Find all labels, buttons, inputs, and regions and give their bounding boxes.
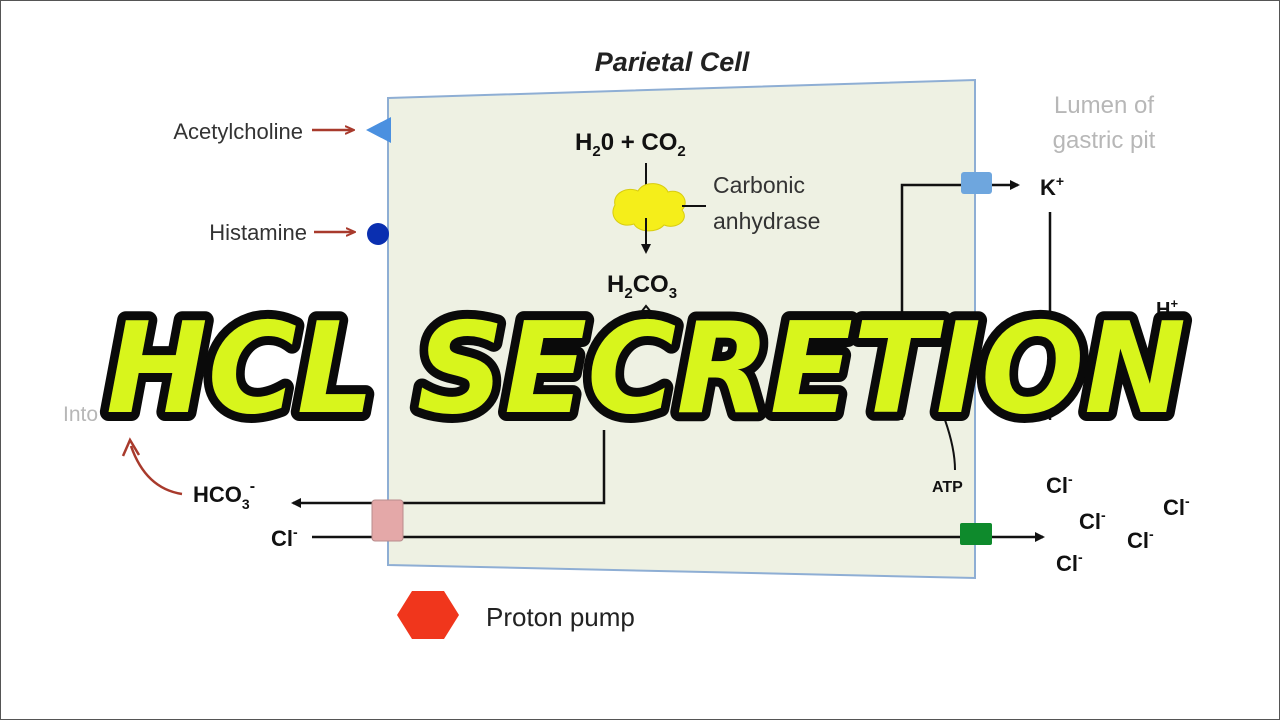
lumen-label-line2: gastric pit: [1053, 127, 1156, 154]
acetylcholine-receptor-icon: [366, 117, 391, 143]
chloride-label-out-1: Cl-: [1046, 471, 1073, 498]
chloride-channel-icon: [960, 523, 992, 545]
diagram-title: Parietal Cell: [595, 47, 750, 77]
chloride-label-out-2: Cl-: [1079, 507, 1106, 534]
atp-curve: [944, 419, 956, 471]
proton-pump-legend-icon: [397, 591, 459, 639]
bicarbonate-label: HCO3-: [193, 478, 255, 512]
chloride-label-out-4: Cl-: [1127, 526, 1154, 553]
atp-label: ATP: [932, 479, 963, 496]
histamine-receptor-icon: [367, 223, 389, 245]
k-channel-icon: [961, 172, 992, 194]
chloride-label-out-5: Cl-: [1056, 549, 1083, 576]
proton-pump-legend-label: Proton pump: [486, 602, 635, 632]
anion-exchanger-icon: [371, 499, 404, 542]
chloride-label-out-3: Cl-: [1163, 493, 1190, 520]
carbonic-acid-label: H2CO3: [607, 271, 677, 302]
into-arrow-head: [121, 437, 141, 457]
chloride-label-in: Cl-: [271, 524, 298, 551]
carbonic-anhydrase-icon: [612, 183, 686, 232]
into-label: Into: [63, 403, 98, 426]
enzyme-label-line2: anhydrase: [713, 208, 820, 234]
dissociation-fork: [626, 304, 667, 331]
lumen-label-line1: Lumen of: [1054, 92, 1154, 119]
histamine-label: Histamine: [209, 220, 307, 245]
reactants-label: H20 + CO2: [575, 129, 686, 160]
into-arrow: [129, 445, 183, 496]
parietal-cell-body: [387, 78, 976, 580]
enzyme-label-line1: Carbonic: [713, 172, 805, 198]
k-ion-label: K+: [1040, 173, 1064, 200]
h-ion-label: H+: [1156, 296, 1178, 321]
acetylcholine-label: Acetylcholine: [173, 119, 303, 144]
